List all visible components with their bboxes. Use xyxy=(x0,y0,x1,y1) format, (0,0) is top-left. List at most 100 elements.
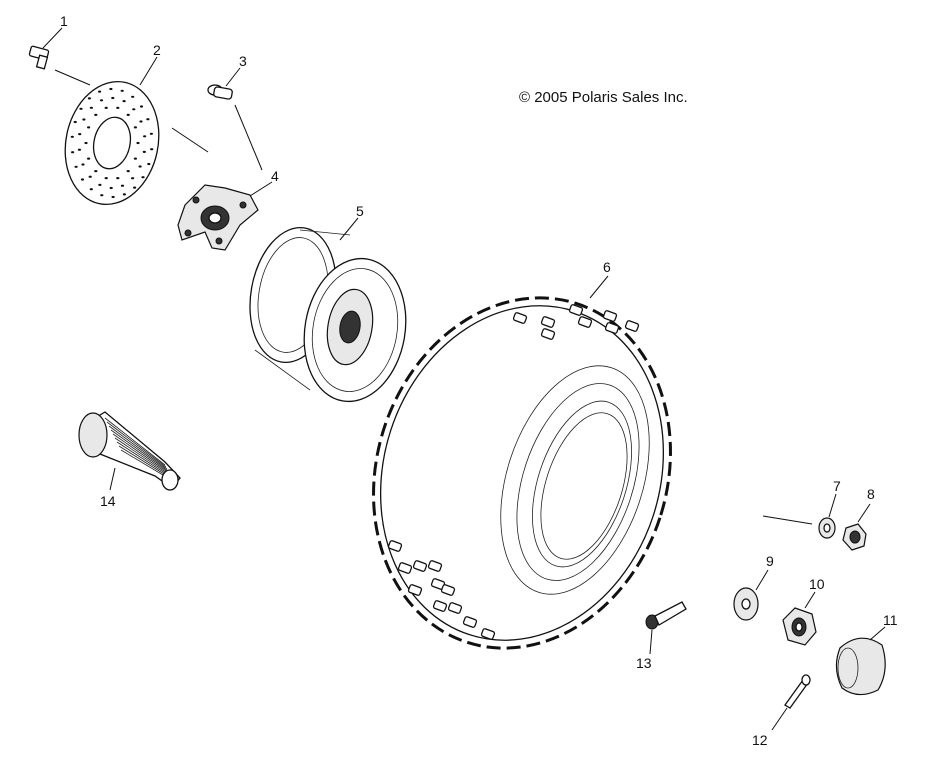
leader-line-4 xyxy=(249,181,273,197)
disc-hole xyxy=(89,106,93,109)
leader-line-1 xyxy=(42,27,63,49)
callout-11: 11 xyxy=(883,612,898,628)
disc-hole xyxy=(111,96,115,100)
disc-hole xyxy=(79,107,83,110)
part-4-wheel-hub[interactable] xyxy=(177,184,259,251)
disc-hole xyxy=(111,195,115,199)
copyright-notice: © 2005 Polaris Sales Inc. xyxy=(519,89,688,106)
part-7-washer[interactable] xyxy=(818,517,836,539)
disc-hole xyxy=(104,106,108,109)
disc-hole xyxy=(122,100,126,103)
spline-line xyxy=(110,429,169,472)
dash-line-3 xyxy=(234,104,263,171)
disc-hole xyxy=(89,188,93,191)
disc-hole xyxy=(141,176,145,179)
disc-hole xyxy=(94,170,98,173)
disc-hole xyxy=(136,141,140,145)
disc-hole xyxy=(149,132,153,135)
disc-hole xyxy=(132,108,136,111)
spline-line xyxy=(116,441,172,478)
part-1-bolt[interactable] xyxy=(28,45,50,70)
part-9-washer[interactable] xyxy=(733,587,759,621)
callout-3: 3 xyxy=(239,53,247,69)
disc-hole xyxy=(143,135,147,138)
disc-hole xyxy=(133,186,137,189)
tread-lug xyxy=(427,560,443,572)
callout-2: 2 xyxy=(153,42,161,58)
callout-12: 12 xyxy=(752,732,768,748)
tread-lug xyxy=(440,584,456,596)
callout-4: 4 xyxy=(271,168,279,184)
tread-lug xyxy=(480,628,496,640)
disc-hole xyxy=(100,194,104,197)
leader-line-10 xyxy=(804,591,816,609)
disc-hole xyxy=(99,99,104,102)
leader-line-8 xyxy=(857,503,871,523)
tread-lug xyxy=(540,316,556,328)
part-2-brake-disc[interactable] xyxy=(54,73,170,213)
part-11-hub-cap[interactable] xyxy=(835,637,886,696)
disc-hole xyxy=(80,178,85,181)
callout-8: 8 xyxy=(867,486,875,502)
tread-lug xyxy=(407,584,423,596)
callout-5: 5 xyxy=(356,203,364,219)
callout-7: 7 xyxy=(833,478,841,494)
disc-hole xyxy=(104,177,108,180)
callout-9: 9 xyxy=(766,553,774,569)
tread-lug xyxy=(447,602,463,614)
callout-10: 10 xyxy=(809,576,825,592)
tread-lug xyxy=(624,320,640,332)
disc-hole xyxy=(70,135,74,138)
callout-13: 13 xyxy=(636,655,652,671)
part-3-wheel-stud[interactable] xyxy=(207,84,233,100)
disc-hole xyxy=(147,162,151,166)
disc-hole xyxy=(87,126,91,129)
leader-line-5 xyxy=(339,217,359,241)
part-12-cotter-pin[interactable] xyxy=(784,674,811,709)
part-14-axle-shaft[interactable] xyxy=(78,411,181,491)
spline-line xyxy=(114,437,171,476)
spline-line xyxy=(106,421,167,468)
disc-hole xyxy=(87,97,91,100)
part-5-wheel-rim[interactable] xyxy=(240,221,417,410)
disc-hole xyxy=(131,177,135,180)
part-6-tire[interactable] xyxy=(329,259,715,687)
tread-lug xyxy=(462,616,478,628)
leader-line-2 xyxy=(139,56,158,86)
disc-hole xyxy=(150,148,154,151)
leader-line-7 xyxy=(828,493,837,518)
disc-hole xyxy=(81,163,85,166)
tread-lug xyxy=(568,304,584,316)
disc-hole xyxy=(87,157,91,160)
spline-line xyxy=(108,425,168,470)
tread-lug xyxy=(604,322,620,334)
disc-hole xyxy=(146,118,150,121)
tread-lug xyxy=(397,562,413,574)
spline-line xyxy=(104,417,166,466)
disc-hole xyxy=(120,184,125,187)
disc-hole xyxy=(77,148,81,151)
disc-hole xyxy=(98,183,102,186)
leader-line-3 xyxy=(225,67,241,87)
leader-line-13 xyxy=(649,629,653,655)
disc-hole xyxy=(94,113,98,116)
disc-hole xyxy=(98,90,102,93)
part-10-axle-nut[interactable] xyxy=(782,607,817,646)
leader-line-12 xyxy=(771,707,788,731)
disc-hole xyxy=(116,106,120,109)
leader-line-9 xyxy=(755,569,769,591)
callout-6: 6 xyxy=(603,259,611,275)
tread-lug xyxy=(540,328,556,340)
disc-hole xyxy=(122,193,126,196)
part-13-valve-stem[interactable] xyxy=(645,601,687,630)
disc-hole xyxy=(84,141,88,145)
disc-hole xyxy=(109,87,113,91)
disc-hole xyxy=(82,118,86,121)
tread-lug xyxy=(577,316,593,328)
disc-hole xyxy=(88,175,92,178)
leader-line-14 xyxy=(109,467,116,491)
part-8-nut[interactable] xyxy=(842,523,867,551)
tread-lug xyxy=(512,312,528,324)
disc-hole xyxy=(133,126,137,129)
